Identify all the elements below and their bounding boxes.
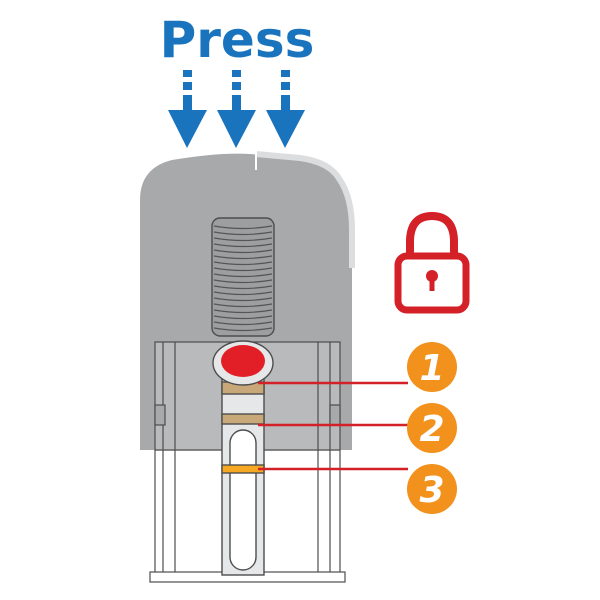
screw-thread [213,273,273,278]
screw-thread [213,261,273,266]
central-shaft [221,359,265,576]
screw-thread [213,309,273,314]
callout-2-label: 2 [419,409,444,450]
screw-thread [213,237,273,242]
threaded-screw [211,217,275,337]
cap-highlight [255,151,355,268]
screw-thread [213,303,273,308]
screw-thread [213,327,273,332]
screw-thread [213,321,273,326]
callout-1-label: 1 [419,348,444,389]
screw-thread [213,255,273,260]
screw-thread [213,285,273,290]
screw-thread [213,243,273,248]
arrow-down-icon [266,70,305,148]
callout-3-label: 3 [419,470,444,511]
arrow-down-icon [217,70,256,148]
press-title: Press [160,11,315,69]
callout-2: 2 [407,403,457,453]
red-button [212,340,274,386]
screw-thread [213,297,273,302]
screw-thread [213,225,273,230]
screw-thread [213,291,273,296]
callout-1: 1 [407,342,457,392]
screw-thread [213,267,273,272]
callout-3: 3 [407,464,457,514]
arrow-down-icon [168,70,207,148]
padlock-closed-icon [394,211,470,314]
screw-thread [213,315,273,320]
press-arrows [168,70,305,148]
screw-thread [213,231,273,236]
callout-leaders [258,381,408,471]
screw-thread [213,249,273,254]
screw-thread [213,279,273,284]
